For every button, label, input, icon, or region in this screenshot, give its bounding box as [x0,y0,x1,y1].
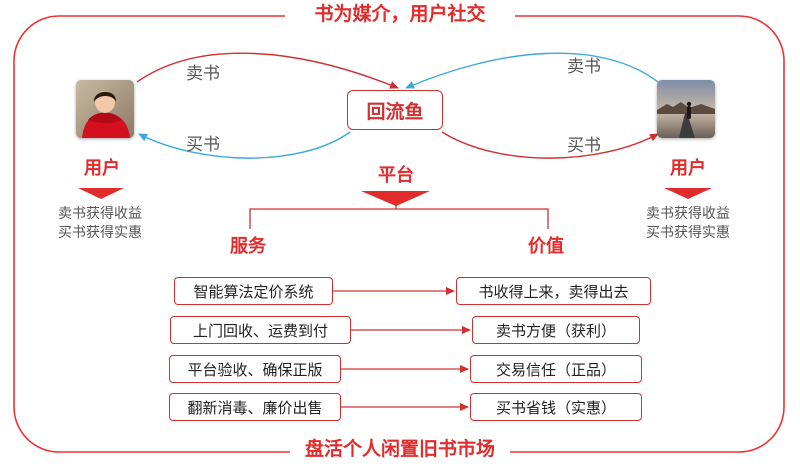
service-box: 翻新消毒、廉价出售 [169,393,341,421]
value-box: 书收得上来，卖得出去 [456,277,651,305]
value-box: 买书省钱（实惠） [470,393,642,421]
right-sell-label: 卖书 [567,57,601,77]
right-user-benefits: 卖书获得收益 买书获得实惠 [646,206,730,241]
left-buy-arrow [138,131,351,159]
value-box: 卖书方便（获利） [472,316,640,344]
left-user-label: 用户 [84,158,120,179]
right-buy-label: 买书 [567,136,601,156]
right-buy-arrow [441,131,659,159]
left-user-avatar [76,80,134,138]
left-user-triangle [78,188,124,199]
center-node: 回流鱼 [347,90,443,130]
right-user-label: 用户 [670,158,706,179]
right-sell-arrow [405,52,659,89]
service-box: 平台验收、确保正版 [169,355,341,383]
platform-triangle [361,191,430,206]
value-heading: 价值 [528,236,564,257]
left-user-benefits: 卖书获得收益 买书获得实惠 [58,206,142,241]
diagram-title: 书为媒介，用户社交 [285,5,515,24]
diagram-footer-title: 盘活个人闲置旧书市场 [290,440,510,459]
right-user-avatar [657,80,715,138]
platform-label: 平台 [378,165,414,186]
services-heading: 服务 [230,236,266,257]
left-sell-label: 卖书 [186,64,220,84]
left-sell-arrow [136,52,399,89]
left-buy-label: 买书 [186,135,220,155]
man-on-road-photo-icon [657,80,715,138]
right-user-triangle [664,188,712,199]
service-box: 智能算法定价系统 [174,277,333,305]
value-box: 交易信任（正品） [470,355,642,383]
service-box: 上门回收、运费到付 [170,316,351,344]
woman-photo-icon [76,80,134,138]
platform-bracket [249,208,549,229]
